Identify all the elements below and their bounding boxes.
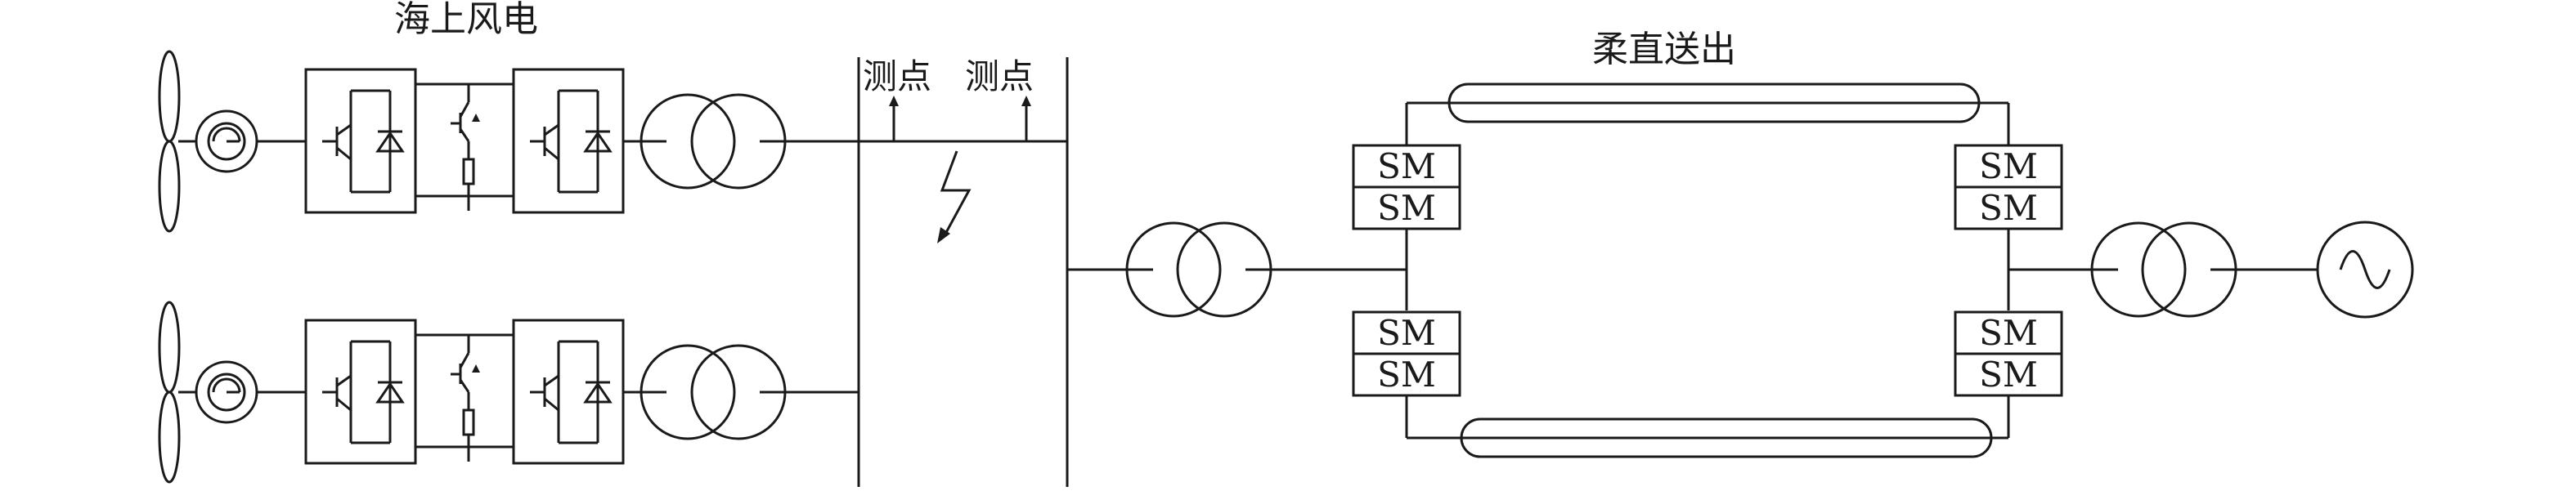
sm-stack-left-bottom: SM SM [1352, 310, 1461, 397]
measure-point-1-label: 测点 [863, 56, 931, 96]
converter-2a-icon [304, 319, 417, 465]
offshore-wind-label: 海上风电 [394, 0, 538, 40]
fault-lightning-icon [937, 150, 972, 243]
measure-arrow-1-icon [889, 96, 899, 106]
converter-2b-icon [512, 319, 625, 465]
sm-stack-left-top: SM SM [1352, 144, 1461, 230]
sm-stack-right-bottom: SM SM [1954, 310, 2063, 397]
sm-label: SM [1979, 188, 2038, 228]
measure-arrow-2-icon [1021, 96, 1031, 106]
flexible-dc-label: 柔直送出 [1592, 29, 1736, 70]
sm-label: SM [1377, 146, 1436, 186]
sm-stack-right-top: SM SM [1954, 144, 2063, 230]
wind-turbine-1-icon [158, 50, 181, 233]
converter-1a-icon [304, 68, 417, 214]
chopper-2-icon [449, 333, 482, 463]
chopper-1-icon [449, 83, 482, 212]
sm-label: SM [1377, 313, 1436, 353]
ac-grid-source-icon [2316, 221, 2414, 319]
sm-label: SM [1979, 355, 2038, 395]
sm-label: SM [1979, 313, 2038, 353]
sm-label: SM [1377, 188, 1436, 228]
sm-label: SM [1377, 355, 1436, 395]
generator-1-icon [195, 109, 258, 173]
measure-point-2-label: 测点 [965, 56, 1034, 96]
wind-turbine-2-icon [158, 301, 181, 484]
generator-2-icon [195, 360, 258, 424]
converter-1b-icon [512, 68, 625, 214]
sm-label: SM [1979, 146, 2038, 186]
